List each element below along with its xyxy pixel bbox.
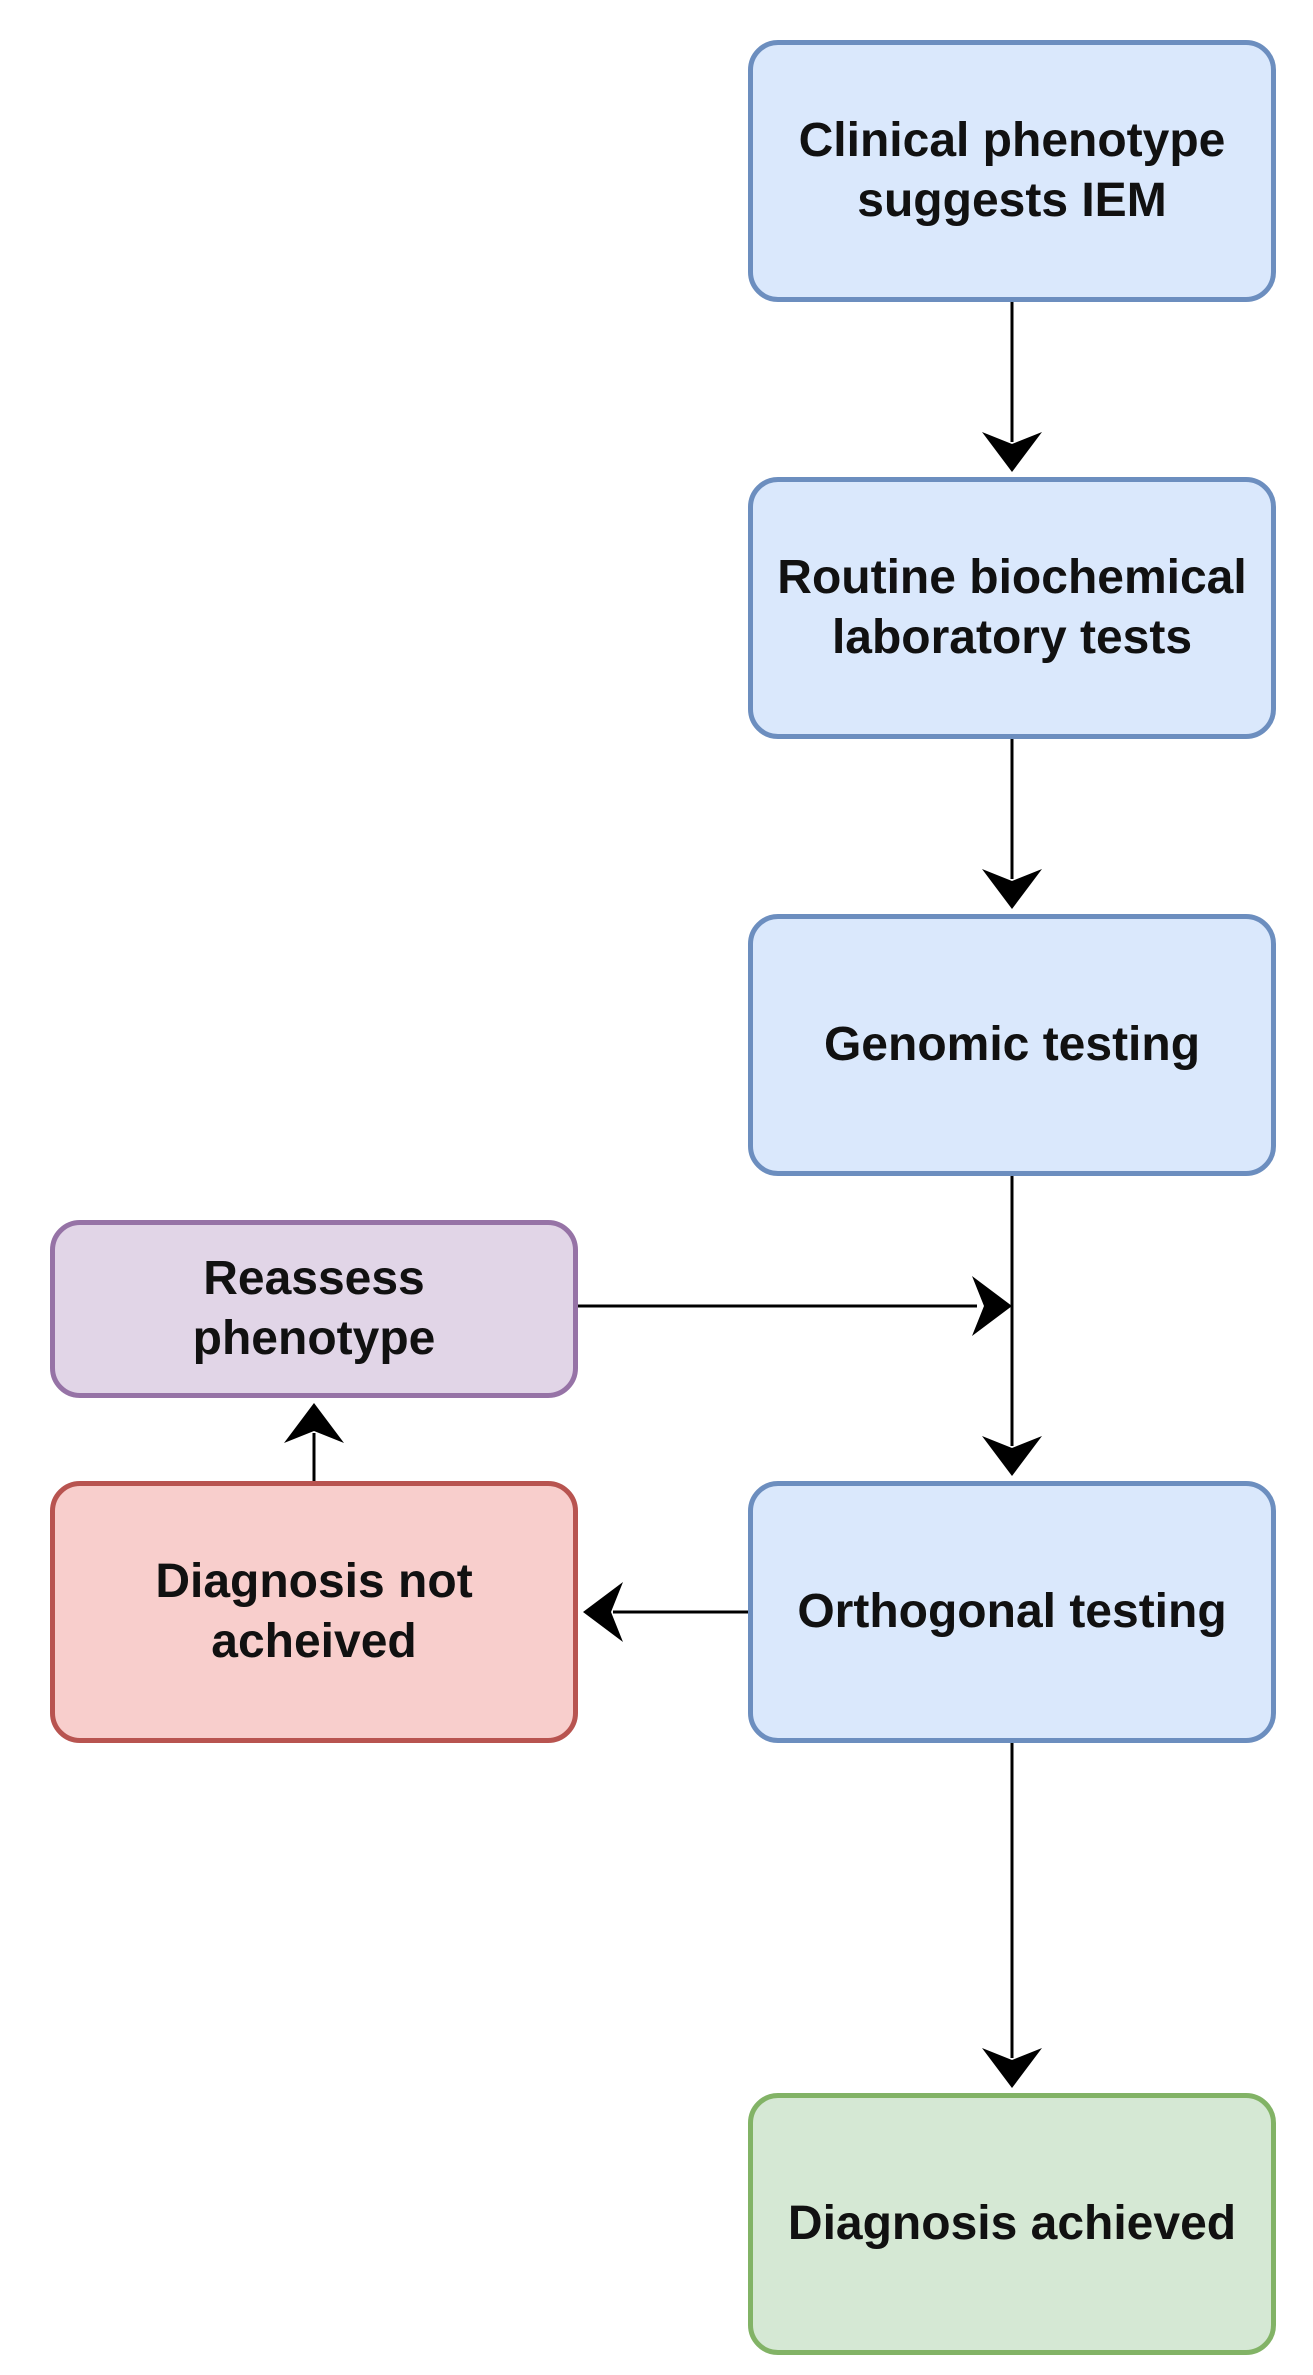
node-routine-biochemical-line1: Routine biochemical (777, 551, 1247, 604)
node-reassess-phenotype-line1: Reassess (203, 1252, 425, 1305)
node-routine-biochemical-line2: laboratory tests (831, 611, 1193, 664)
node-diagnosis-not-achieved: Diagnosis not acheived (50, 1481, 578, 1743)
node-clinical-phenotype: Clinical phenotype suggests IEM (748, 40, 1276, 302)
node-reassess-phenotype: Reassess phenotype (50, 1220, 578, 1398)
node-genomic-testing-label: Genomic testing (823, 1018, 1201, 1071)
node-diagnosis-not-achieved-line2: acheived (211, 1615, 417, 1668)
node-orthogonal-testing-label: Orthogonal testing (797, 1585, 1227, 1638)
arrowhead-left-not-achieved (583, 1582, 623, 1642)
arrowhead-right-connector (972, 1276, 1012, 1336)
arrowhead-down-achieved (982, 2048, 1042, 2088)
arrowhead-down-genomic (982, 869, 1042, 909)
node-diagnosis-not-achieved-line1: Diagnosis not (155, 1555, 473, 1608)
node-clinical-phenotype-label: Clinical phenotype suggests IEM (799, 111, 1226, 231)
arrowhead-down-routine (982, 432, 1042, 472)
node-reassess-phenotype-label: Reassess phenotype (193, 1249, 436, 1369)
node-diagnosis-not-achieved-label: Diagnosis not acheived (155, 1552, 472, 1672)
node-routine-biochemical-label: Routine biochemical laboratory tests (777, 548, 1246, 668)
node-clinical-phenotype-line1: Clinical phenotype (798, 114, 1226, 167)
node-reassess-phenotype-line2: phenotype (192, 1312, 436, 1365)
node-diagnosis-achieved: Diagnosis achieved (748, 2093, 1276, 2355)
node-clinical-phenotype-line2: suggests IEM (857, 174, 1167, 227)
node-diagnosis-achieved-label: Diagnosis achieved (787, 2197, 1237, 2250)
arrowhead-up-reassess (284, 1403, 344, 1443)
node-genomic-testing: Genomic testing (748, 914, 1276, 1176)
node-orthogonal-testing: Orthogonal testing (748, 1481, 1276, 1743)
node-routine-biochemical: Routine biochemical laboratory tests (748, 477, 1276, 739)
arrowhead-down-orthogonal (982, 1436, 1042, 1476)
